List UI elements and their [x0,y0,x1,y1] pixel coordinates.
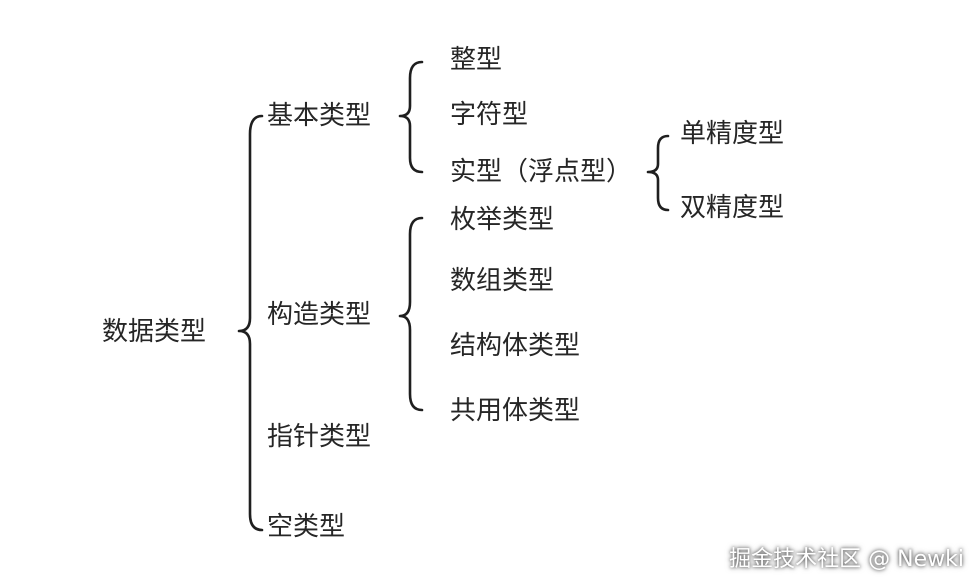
basic-brace [398,60,424,174]
watermark: 掘金技术社区 @ Newki [729,547,964,572]
node-union: 共用体类型 [450,396,581,426]
node-constructed-types: 构造类型 [267,300,372,330]
node-void-type: 空类型 [267,512,346,542]
node-real: 实型（浮点型） [450,157,633,187]
node-basic-types: 基本类型 [267,101,372,131]
constructed-brace [398,216,424,412]
node-double-precision: 双精度型 [680,193,785,223]
node-array: 数组类型 [450,266,555,296]
node-struct: 结构体类型 [450,331,581,361]
node-pointer-types: 指针类型 [267,422,372,452]
node-root: 数据类型 [102,317,207,347]
root-brace [237,114,264,532]
node-single-precision: 单精度型 [680,119,785,149]
node-char: 字符型 [450,100,529,130]
node-enum: 枚举类型 [450,205,555,235]
node-integer: 整型 [450,45,503,75]
real-brace [646,134,670,212]
